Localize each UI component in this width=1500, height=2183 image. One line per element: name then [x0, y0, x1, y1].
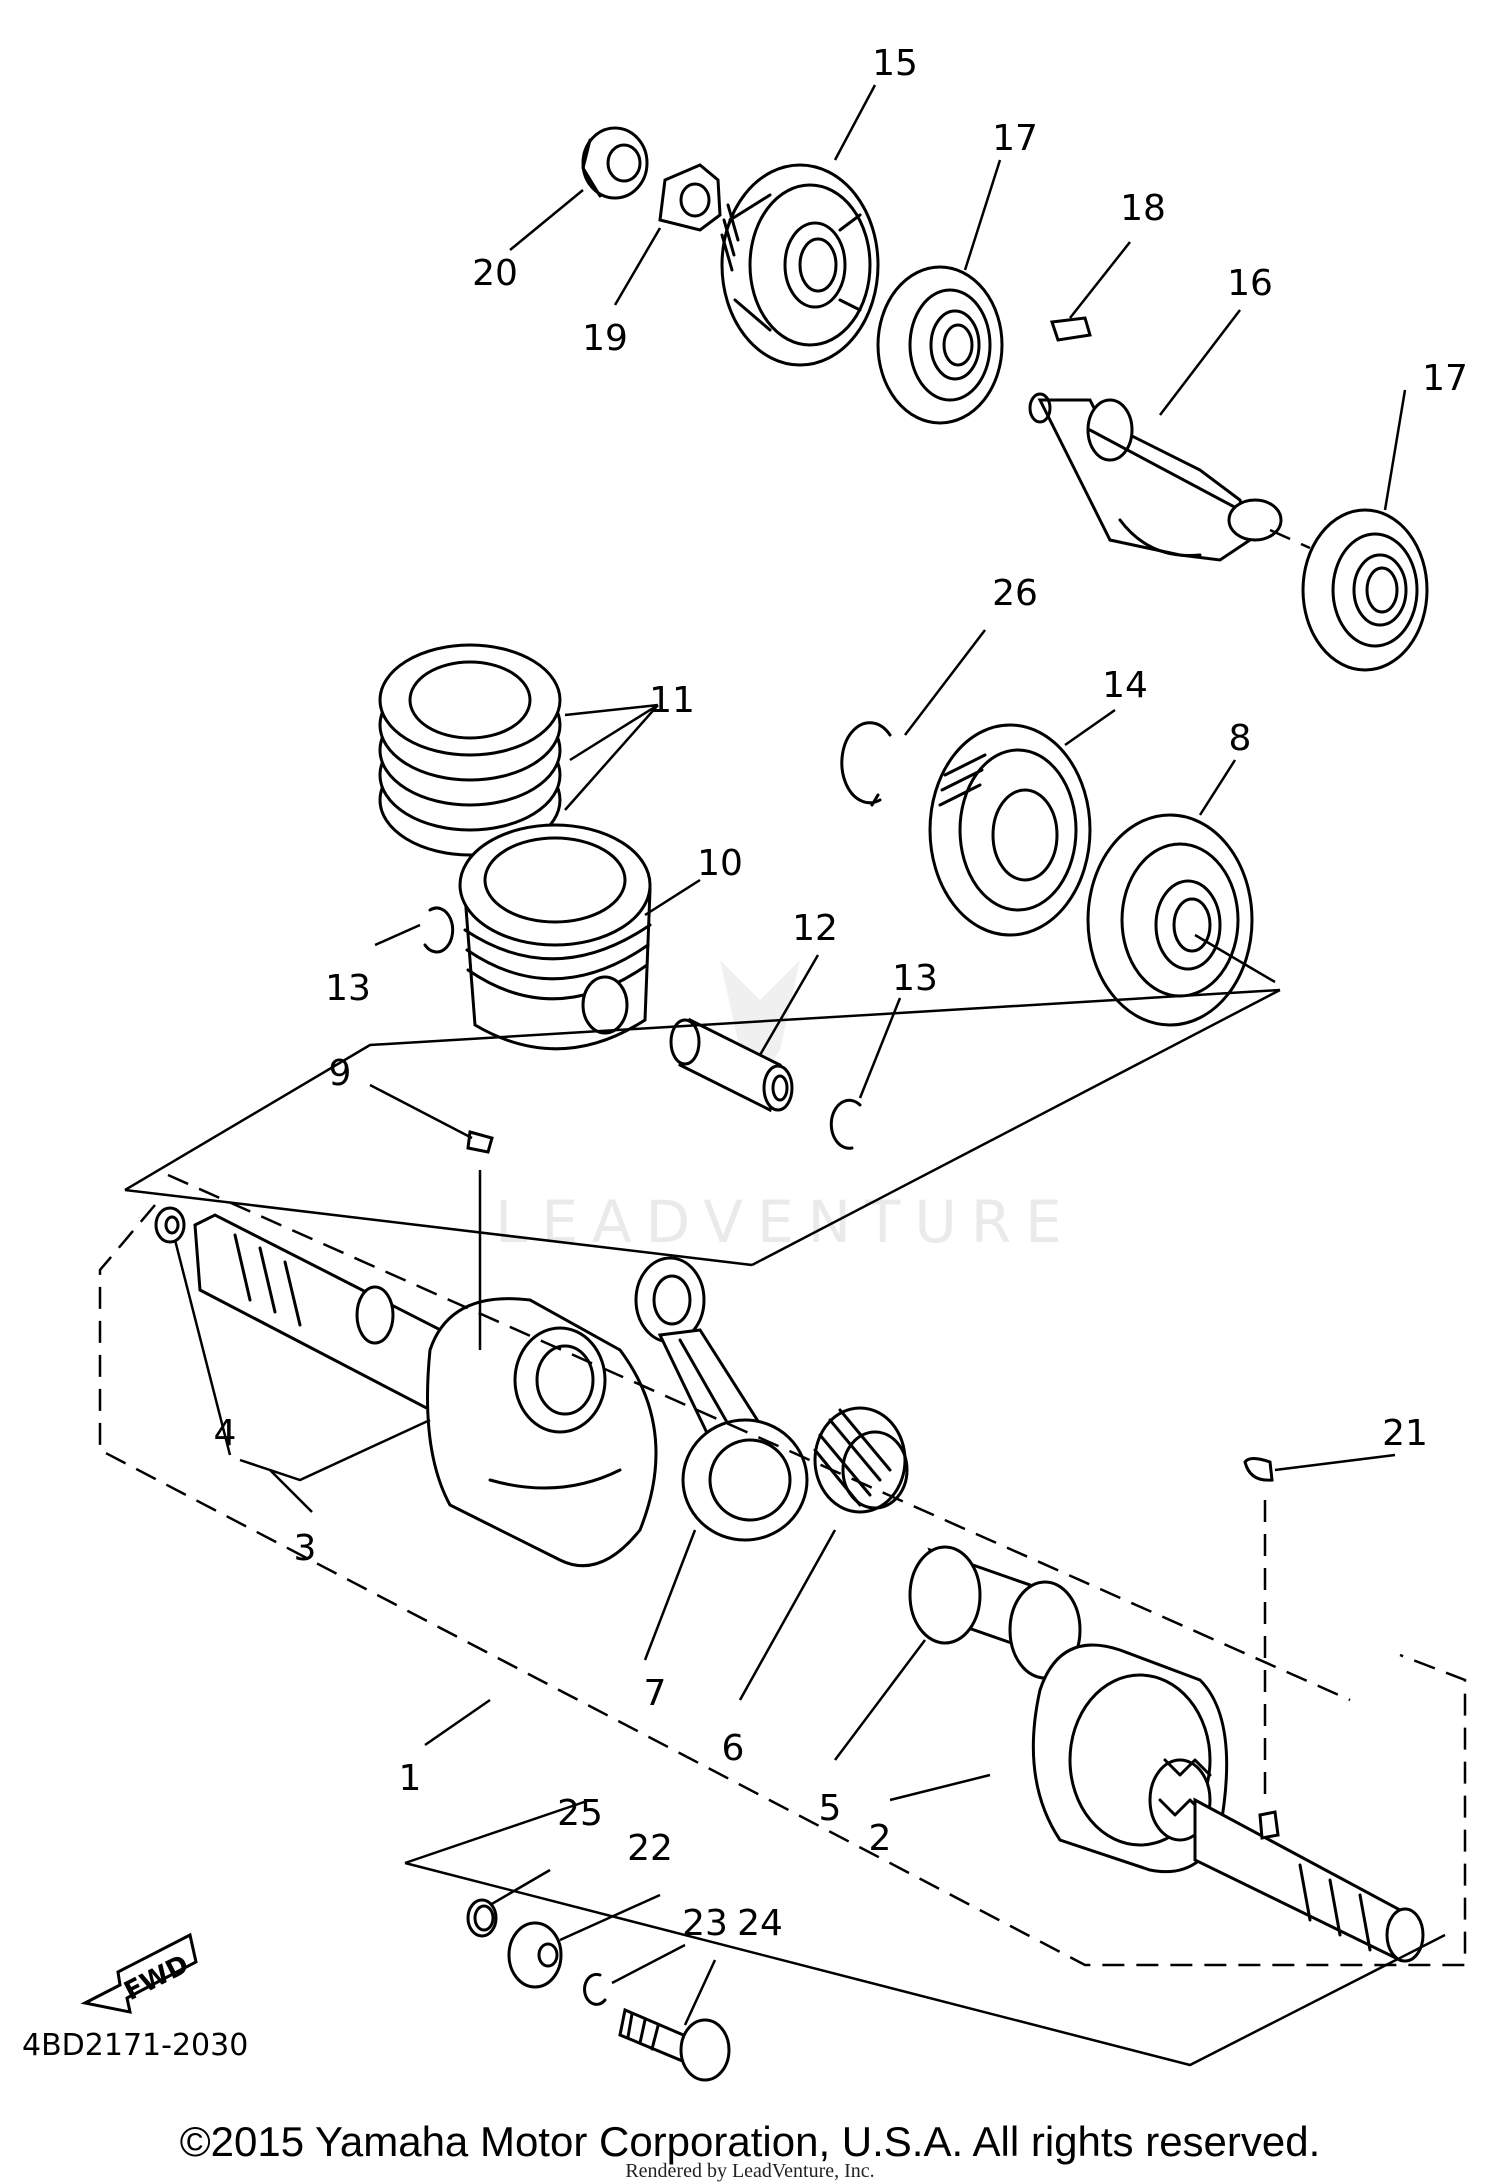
- part-12-piston-pin: [669, 1017, 794, 1113]
- part-3-crank-left: [193, 1213, 658, 1568]
- callout-17-upper: 17: [992, 118, 1038, 159]
- callout-20: 20: [472, 253, 518, 294]
- callout-14: 14: [1102, 665, 1148, 706]
- part-20-nut: [581, 126, 649, 200]
- part-14-drive-gear: [928, 723, 1092, 937]
- part-22-plate: [507, 1921, 563, 1989]
- part-15-balancer-gear: [720, 163, 880, 367]
- leader-lines: [173, 84, 1407, 2026]
- part-13-circlip-right: [829, 1098, 862, 1150]
- part-16-balancer-shaft: [1028, 392, 1283, 562]
- part-26-circlip: [840, 721, 892, 807]
- callout-6: 6: [722, 1728, 745, 1769]
- part-5-crank-pin: [908, 1545, 1082, 1680]
- callout-labels: 1 2 3 4 5 6 7 8 9 10 11 12 13 13 14 15 1…: [214, 43, 1468, 1944]
- callout-11: 11: [649, 680, 695, 721]
- part-2-crank-right: [1031, 1643, 1425, 1963]
- callout-18: 18: [1120, 188, 1166, 229]
- part-4-washer: [154, 1206, 186, 1244]
- callout-8: 8: [1229, 718, 1252, 759]
- copyright-notice: ©2015 Yamaha Motor Corporation, U.S.A. A…: [179, 2118, 1321, 2165]
- callout-15: 15: [872, 43, 918, 84]
- part-11-piston-rings: [378, 643, 562, 857]
- callout-9: 9: [329, 1053, 352, 1094]
- callout-17-right: 17: [1422, 358, 1468, 399]
- fwd-arrow-icon: FWD: [80, 1932, 198, 2014]
- callout-1: 1: [399, 1758, 422, 1799]
- callout-23: 23: [682, 1903, 728, 1944]
- part-21-key: [1243, 1457, 1274, 1482]
- part-10-piston: [458, 823, 652, 1051]
- part-13-circlip-left: [423, 906, 455, 954]
- part-17-bearing-upper: [876, 265, 1004, 425]
- callout-25: 25: [557, 1793, 603, 1834]
- callout-22: 22: [627, 1828, 673, 1869]
- part-25-o-ring: [466, 1898, 498, 1938]
- callout-3: 3: [294, 1528, 317, 1569]
- part-9-key: [466, 1130, 494, 1154]
- part-8-bearing: [1086, 813, 1254, 1027]
- part-19-lock-washer: [658, 163, 722, 232]
- callout-26: 26: [992, 573, 1038, 614]
- part-23-washer: [583, 1972, 607, 2006]
- callout-13-right: 13: [892, 958, 938, 999]
- assembly-outlines: [98, 988, 1467, 2067]
- callout-10: 10: [697, 843, 743, 884]
- rendered-by-notice: Rendered by LeadVenture, Inc.: [625, 2160, 875, 2182]
- diagram-code: 4BD2171-2030: [22, 2028, 248, 2063]
- part-24-bolt: [618, 2007, 731, 2082]
- callout-2: 2: [869, 1818, 892, 1859]
- part-6-needle-bearing: [813, 1406, 909, 1514]
- callout-5: 5: [819, 1788, 842, 1829]
- part-7-connecting-rod: [634, 1256, 809, 1542]
- callout-19: 19: [582, 318, 628, 359]
- callout-12: 12: [792, 908, 838, 949]
- callout-13-left: 13: [325, 968, 371, 1009]
- callout-4: 4: [214, 1413, 237, 1454]
- part-18-key: [1049, 316, 1092, 342]
- callout-7: 7: [644, 1673, 667, 1714]
- callout-21: 21: [1382, 1413, 1428, 1454]
- callout-24: 24: [737, 1903, 783, 1944]
- part-17-bearing-right: [1301, 508, 1429, 672]
- callout-16: 16: [1227, 263, 1273, 304]
